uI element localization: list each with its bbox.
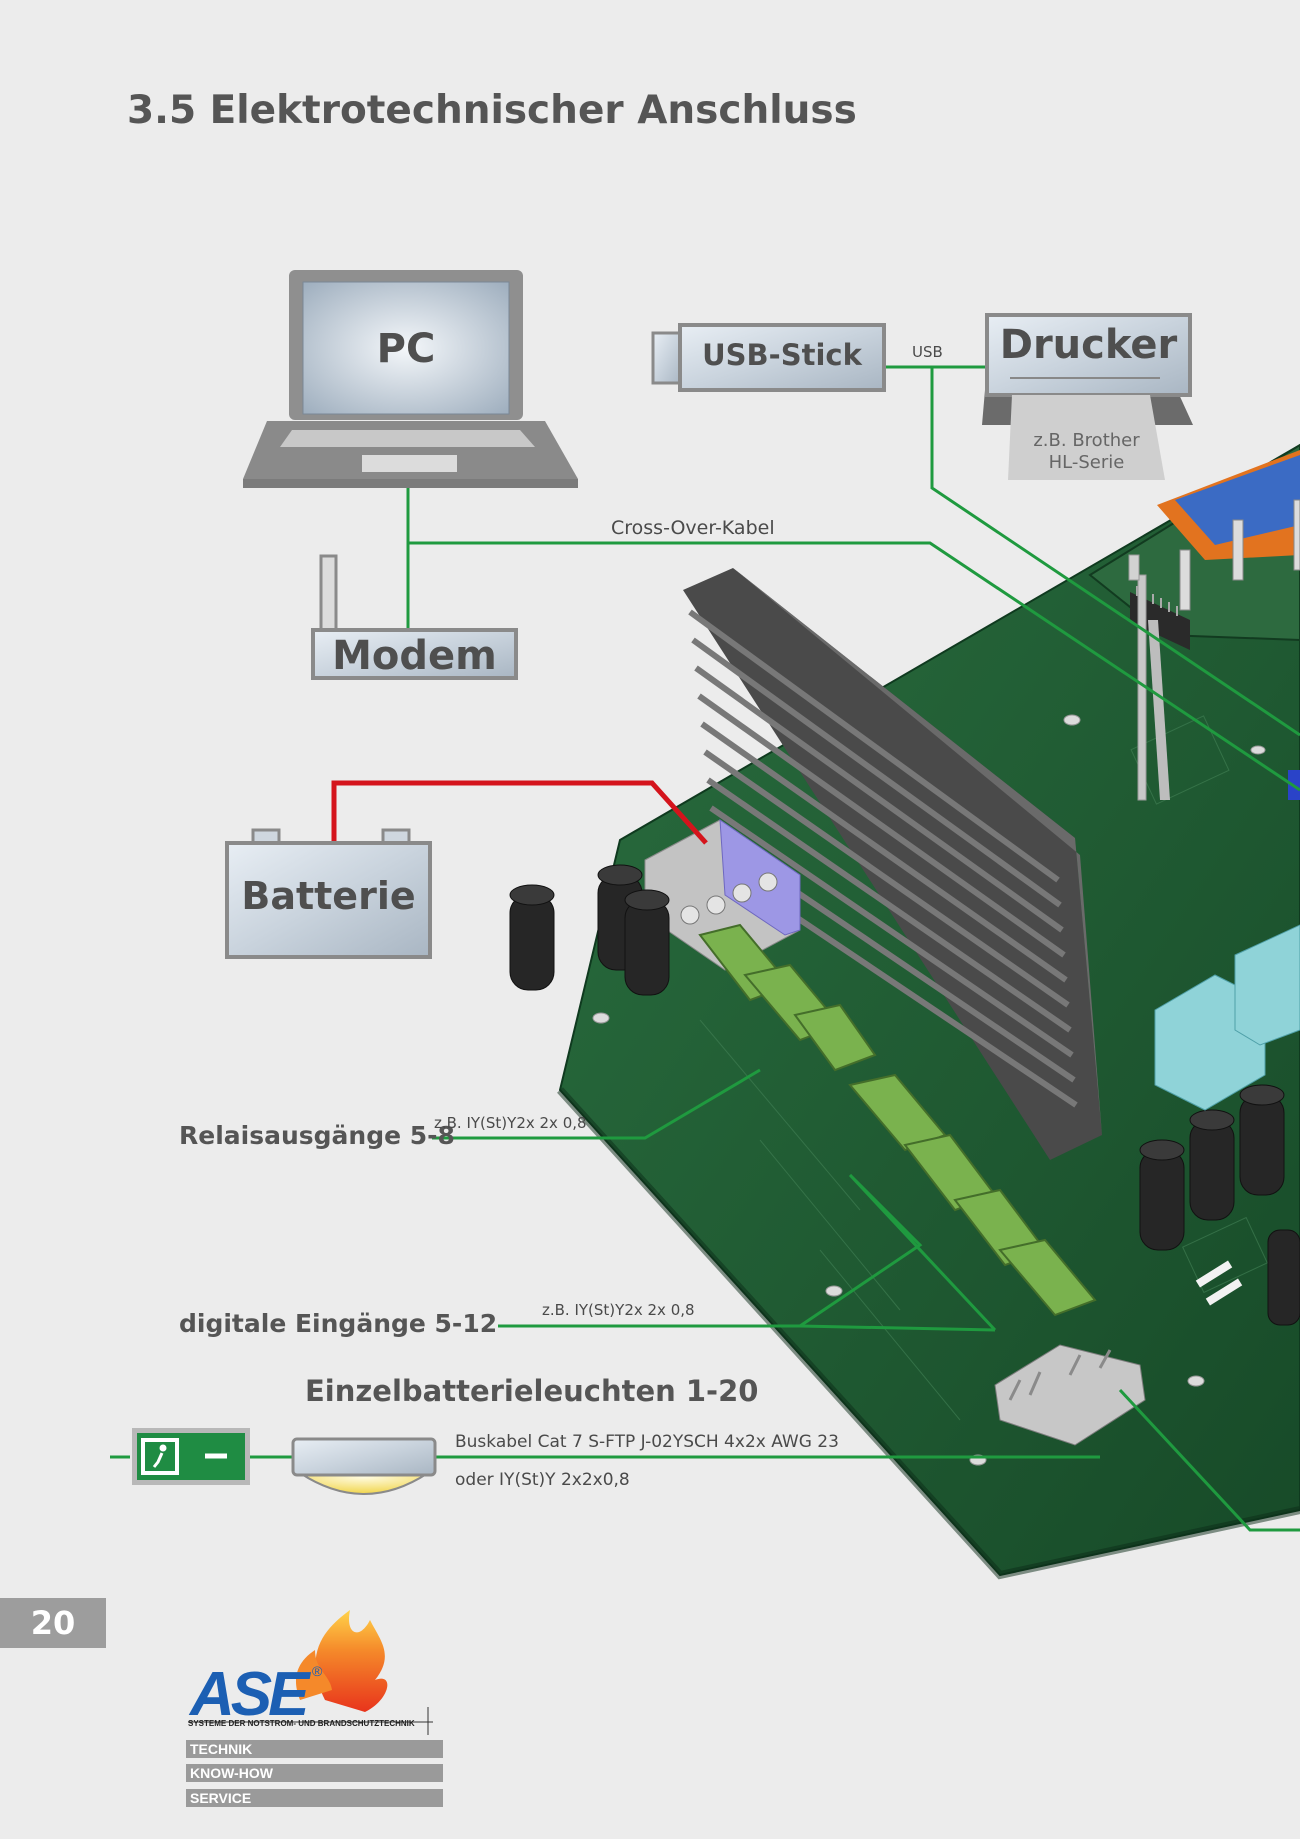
logo-band-know-how: KNOW-HOW (186, 1764, 443, 1782)
bus-cable-label-line2: oder IY(St)Y 2x2x0,8 (455, 1470, 630, 1490)
bus-terminal-block (994, 1344, 1146, 1446)
printer-note-line1: z.B. Brother (1033, 430, 1140, 451)
bus-cable-label-line1: Buskabel Cat 7 S-FTP J-02YSCH 4x2x AWG 2… (455, 1432, 839, 1452)
battery-terminal-block (644, 819, 801, 971)
relay-cable-label: z.B. IY(St)Y2x 2x 0,8 (434, 1114, 587, 1132)
battery-cable (331, 780, 708, 845)
capacitors (509, 864, 1300, 1326)
exit-sign-icon[interactable] (132, 1428, 250, 1485)
page-title: 3.5 Elektrotechnischer Anschluss (127, 88, 857, 133)
battery-label: Batterie (241, 874, 416, 918)
ase-logo: ASE ® (188, 1610, 433, 1735)
page-number: 20 (0, 1598, 106, 1648)
digital-cable-label: z.B. IY(St)Y2x 2x 0,8 (542, 1301, 695, 1319)
cables (110, 365, 1300, 1532)
relays (1154, 924, 1300, 1111)
pc-laptop-icon[interactable] (243, 270, 578, 488)
usb-cable-label: USB (912, 343, 943, 361)
daughter-board (1088, 443, 1300, 801)
heat-sink (683, 568, 1102, 1160)
modem-label: Modem (332, 633, 497, 679)
battery-icon[interactable] (225, 828, 432, 959)
digital-inputs-label: digitale Eingänge 5-12 (179, 1309, 498, 1338)
logo-brand: ASE (188, 1660, 311, 1729)
pc-label: PC (376, 326, 436, 372)
usb-stick-label: USB-Stick (702, 338, 862, 372)
printer-label: Drucker (999, 322, 1178, 368)
usb-stick-icon[interactable] (651, 323, 886, 392)
cross-over-cable-label: Cross-Over-Kabel (611, 517, 775, 539)
svg-text:®: ® (312, 1663, 323, 1679)
logo-tagline: SYSTEME DER NOTSTROM- UND BRANDSCHUTZTEC… (188, 1719, 415, 1728)
emergency-lamp-icon[interactable] (291, 1437, 437, 1495)
logo-band-technik: TECHNIK (186, 1740, 443, 1758)
relay-outputs-label: Relaisausgänge 5-8 (179, 1121, 455, 1150)
single-battery-lights-label: Einzelbatterieleuchten 1-20 (305, 1374, 759, 1408)
printer-note-line2: HL-Serie (1048, 452, 1125, 473)
green-terminal-row (698, 923, 1097, 1317)
logo-band-service: SERVICE (186, 1789, 443, 1807)
printer-icon[interactable] (982, 313, 1193, 480)
modem-icon[interactable] (311, 554, 518, 680)
